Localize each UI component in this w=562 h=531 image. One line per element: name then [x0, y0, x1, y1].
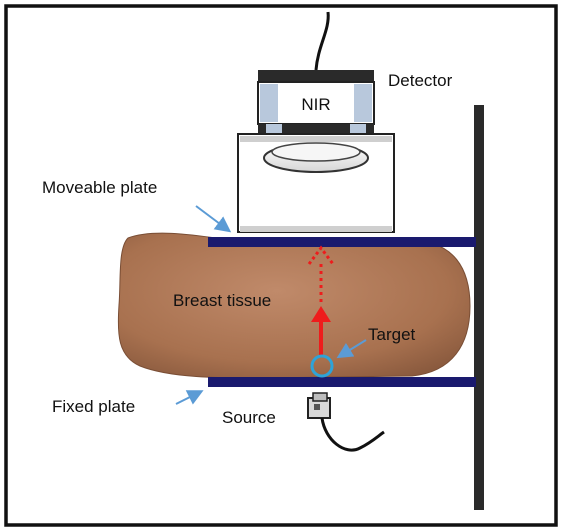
nir-label: NIR — [301, 95, 330, 114]
detector-label: Detector — [388, 71, 453, 90]
fixed-plate-label: Fixed plate — [52, 397, 135, 416]
light-source — [307, 392, 331, 419]
source-label: Source — [222, 408, 276, 427]
light-path-dotted-head — [307, 245, 335, 265]
source-cable — [320, 417, 385, 452]
target-pointer — [336, 339, 367, 359]
target-label: Target — [368, 325, 416, 344]
moveable-plate — [208, 237, 476, 247]
light-path-solid-head — [311, 306, 331, 322]
moveable-plate-label: Moveable plate — [42, 178, 157, 197]
nir-detector — [237, 70, 395, 233]
moveable-plate-pointer — [195, 205, 232, 233]
support-post — [474, 105, 484, 510]
breast-tissue-label: Breast tissue — [173, 291, 271, 310]
fixed-plate — [208, 377, 476, 387]
target-marker — [310, 354, 334, 378]
fixed-plate-pointer — [175, 390, 204, 405]
detector-cable — [314, 11, 330, 71]
breast-tissue — [117, 232, 471, 379]
